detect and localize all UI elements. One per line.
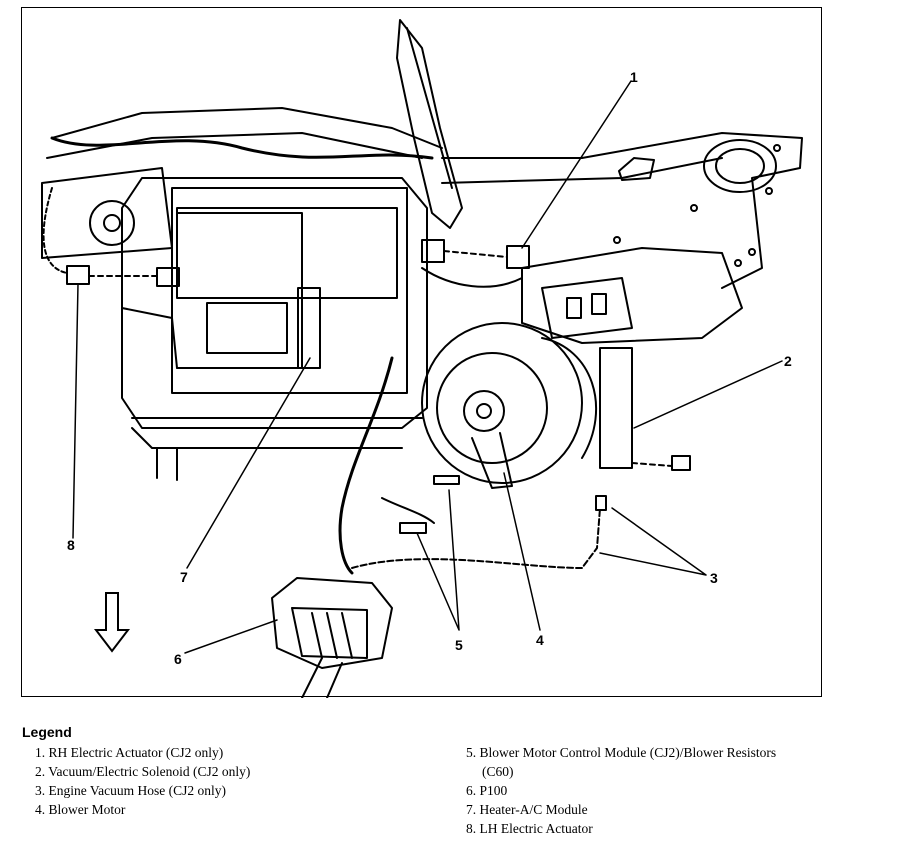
legend-item-8: 8. LH Electric Actuator (466, 821, 593, 836)
legend-title: Legend (22, 724, 72, 740)
callout-1: 1 (630, 69, 638, 85)
legend-column-right: 5. Blower Motor Control Module (CJ2)/Blo… (466, 743, 776, 838)
callout-2: 2 (784, 353, 792, 369)
legend-item-5: 5. Blower Motor Control Module (CJ2)/Blo… (466, 745, 777, 760)
legend-item-2: 2. Vacuum/Electric Solenoid (CJ2 only) (35, 764, 251, 779)
callout-5: 5 (455, 637, 463, 653)
callout-8: 8 (67, 537, 75, 553)
legend-item-4: 4. Blower Motor (35, 802, 126, 817)
legend-item-5-cont: (C60) (482, 764, 514, 779)
hvac-illustration (41, 19, 803, 698)
callout-7: 7 (180, 569, 188, 585)
legend-column-left: 1. RH Electric Actuator (CJ2 only) 2. Va… (35, 743, 250, 819)
callout-4: 4 (536, 632, 544, 648)
down-arrow-icon (93, 592, 131, 653)
legend-item-7: 7. Heater-A/C Module (466, 802, 588, 817)
diagram-frame: 1 2 3 4 5 6 7 8 (21, 7, 822, 698)
callout-3: 3 (710, 570, 718, 586)
legend-item-6: 6. P100 (466, 783, 508, 798)
callout-6: 6 (174, 651, 182, 667)
legend-item-3: 3. Engine Vacuum Hose (CJ2 only) (35, 783, 226, 798)
legend-item-1: 1. RH Electric Actuator (CJ2 only) (35, 745, 224, 760)
